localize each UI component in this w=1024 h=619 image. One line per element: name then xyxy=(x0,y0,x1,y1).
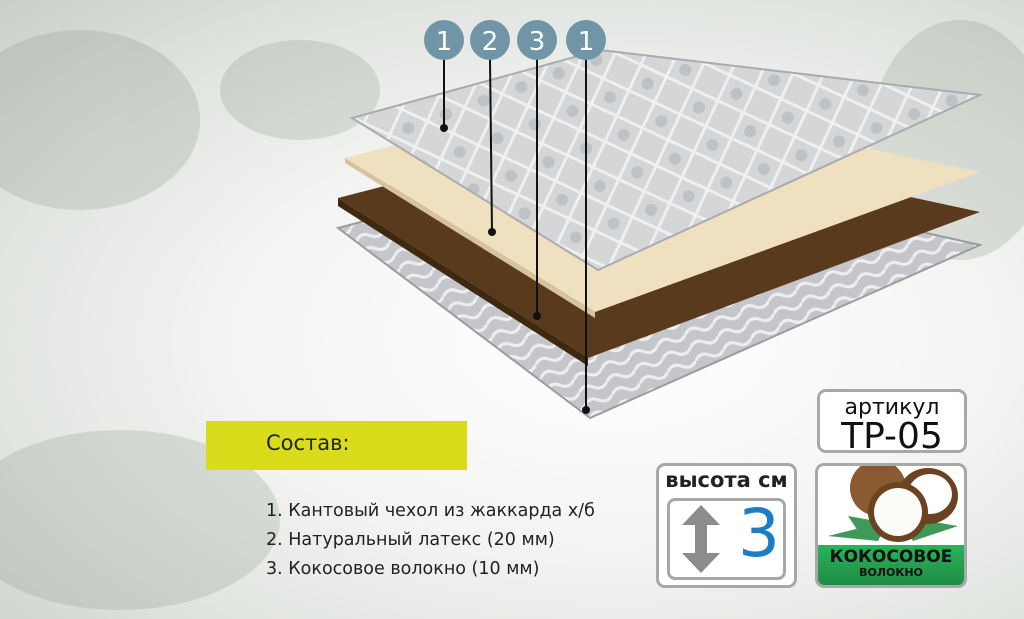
list-item: 3. Кокосовое волокно (10 мм) xyxy=(266,559,540,579)
marker-1: 1 xyxy=(424,20,464,60)
svg-text:1: 1 xyxy=(436,27,453,57)
marker-4: 1 xyxy=(566,20,606,60)
composition-title: Состав: xyxy=(266,431,350,455)
list-item: 1. Кантовый чехол из жаккарда х/б xyxy=(266,501,595,521)
list-item: 2. Натуральный латекс (20 мм) xyxy=(266,530,555,550)
coconut-icon xyxy=(828,466,958,542)
svg-text:2: 2 xyxy=(482,27,499,57)
svg-text:1: 1 xyxy=(578,27,595,57)
article-code: TP-05 xyxy=(841,416,943,457)
material-line2: ВОЛОКНО xyxy=(859,566,923,579)
svg-text:3: 3 xyxy=(529,27,546,57)
marker-2: 2 xyxy=(470,20,510,60)
marker-3: 3 xyxy=(517,20,557,60)
height-badge: высота см 3 xyxy=(656,463,797,588)
composition-header: Состав: xyxy=(206,421,467,470)
material-line1: КОКОСОВОЕ xyxy=(829,547,953,567)
composition-list: 1. Кантовый чехол из жаккарда х/б 2. Нат… xyxy=(266,497,595,584)
layer-markers xyxy=(443,57,587,410)
height-label: высота см xyxy=(665,468,788,492)
height-value: 3 xyxy=(738,495,780,572)
layer-jacquard-cover xyxy=(349,48,984,272)
article-label: артикул xyxy=(844,395,940,420)
vertical-arrow-icon xyxy=(682,505,720,573)
coconut-fiber-badge: КОКОСОВОЕ ВОЛОКНО xyxy=(815,463,967,588)
article-badge: артикул TP-05 xyxy=(817,389,967,457)
